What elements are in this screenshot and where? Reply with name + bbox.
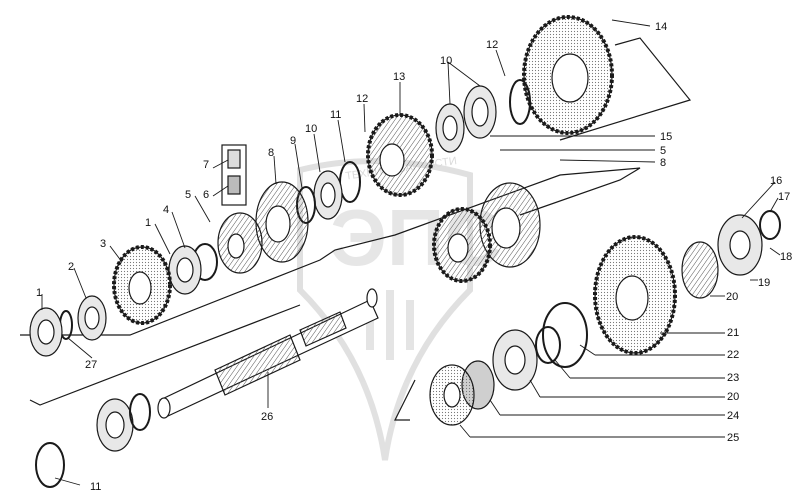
callout-15: 15 — [660, 131, 672, 143]
callout-9: 9 — [290, 135, 296, 147]
callout-12: 12 — [486, 39, 498, 51]
callout-labels: 14 12 10 13 12 11 10 9 8 15 5 8 7 6 5 4 … — [36, 21, 792, 493]
callout-18: 18 — [780, 251, 792, 263]
callout-8: 8 — [660, 157, 666, 169]
output-gear-group — [429, 210, 781, 426]
callout-17: 17 — [778, 191, 790, 203]
callout-1: 1 — [145, 217, 151, 229]
main-shaft — [157, 288, 379, 419]
callout-22: 22 — [727, 349, 739, 361]
callout-10: 10 — [440, 55, 452, 67]
callout-4: 4 — [163, 204, 169, 216]
callout-24: 24 — [727, 410, 739, 422]
callout-13: 13 — [393, 71, 405, 83]
callout-25: 25 — [727, 432, 739, 444]
upper-gear-row — [29, 15, 614, 357]
callout-5: 5 — [185, 189, 191, 201]
callout-11: 11 — [330, 109, 341, 121]
callout-7: 7 — [203, 159, 209, 171]
callout-20: 20 — [727, 391, 739, 403]
callout-21: 21 — [727, 327, 739, 339]
callout-23: 23 — [727, 372, 739, 384]
callout-19: 19 — [758, 277, 770, 289]
middle-gear-row — [432, 182, 541, 283]
callout-16: 16 — [770, 175, 782, 187]
callout-11: 11 — [90, 481, 101, 493]
callout-6: 6 — [203, 189, 209, 201]
callout-8: 8 — [268, 147, 274, 159]
callout-26: 26 — [261, 411, 273, 423]
callout-14: 14 — [655, 21, 667, 33]
callout-20: 20 — [726, 291, 738, 303]
callout-27: 27 — [85, 359, 97, 371]
callout-2: 2 — [68, 261, 74, 273]
callout-5: 5 — [660, 145, 666, 157]
lower-left-parts — [35, 393, 151, 488]
callout-12: 12 — [356, 93, 368, 105]
callout-3: 3 — [100, 238, 106, 250]
callout-1: 1 — [36, 287, 42, 299]
callout-10: 10 — [305, 123, 317, 135]
assembly-outlines — [20, 37, 692, 421]
leader-lines — [41, 19, 781, 486]
